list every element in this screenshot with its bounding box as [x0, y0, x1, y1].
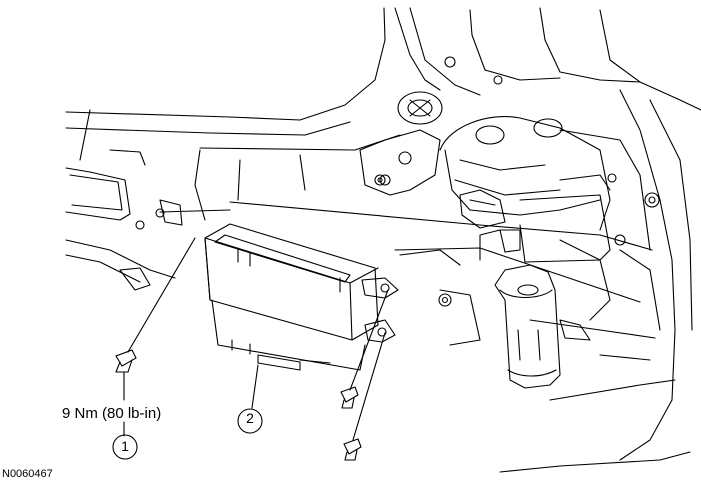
- callout-number-2: 2: [246, 410, 254, 426]
- bolt-upper-left: [116, 238, 195, 372]
- callout-leaders: [124, 365, 258, 436]
- bolt-lower: [344, 333, 385, 460]
- bolt-middle: [341, 290, 388, 408]
- electronic-module: [205, 224, 398, 370]
- mounting-bracket: [360, 130, 440, 195]
- callout-number-1: 1: [121, 438, 129, 454]
- motor-assembly: [398, 92, 610, 388]
- figure-id: N0060467: [2, 468, 53, 480]
- callout-circle-2: [238, 409, 262, 433]
- torque-spec-label: 9 Nm (80 lb-in): [62, 405, 162, 422]
- vehicle-body-structure: [66, 8, 701, 472]
- alignment-lines: [160, 202, 652, 302]
- callout-circle-1: [113, 435, 137, 459]
